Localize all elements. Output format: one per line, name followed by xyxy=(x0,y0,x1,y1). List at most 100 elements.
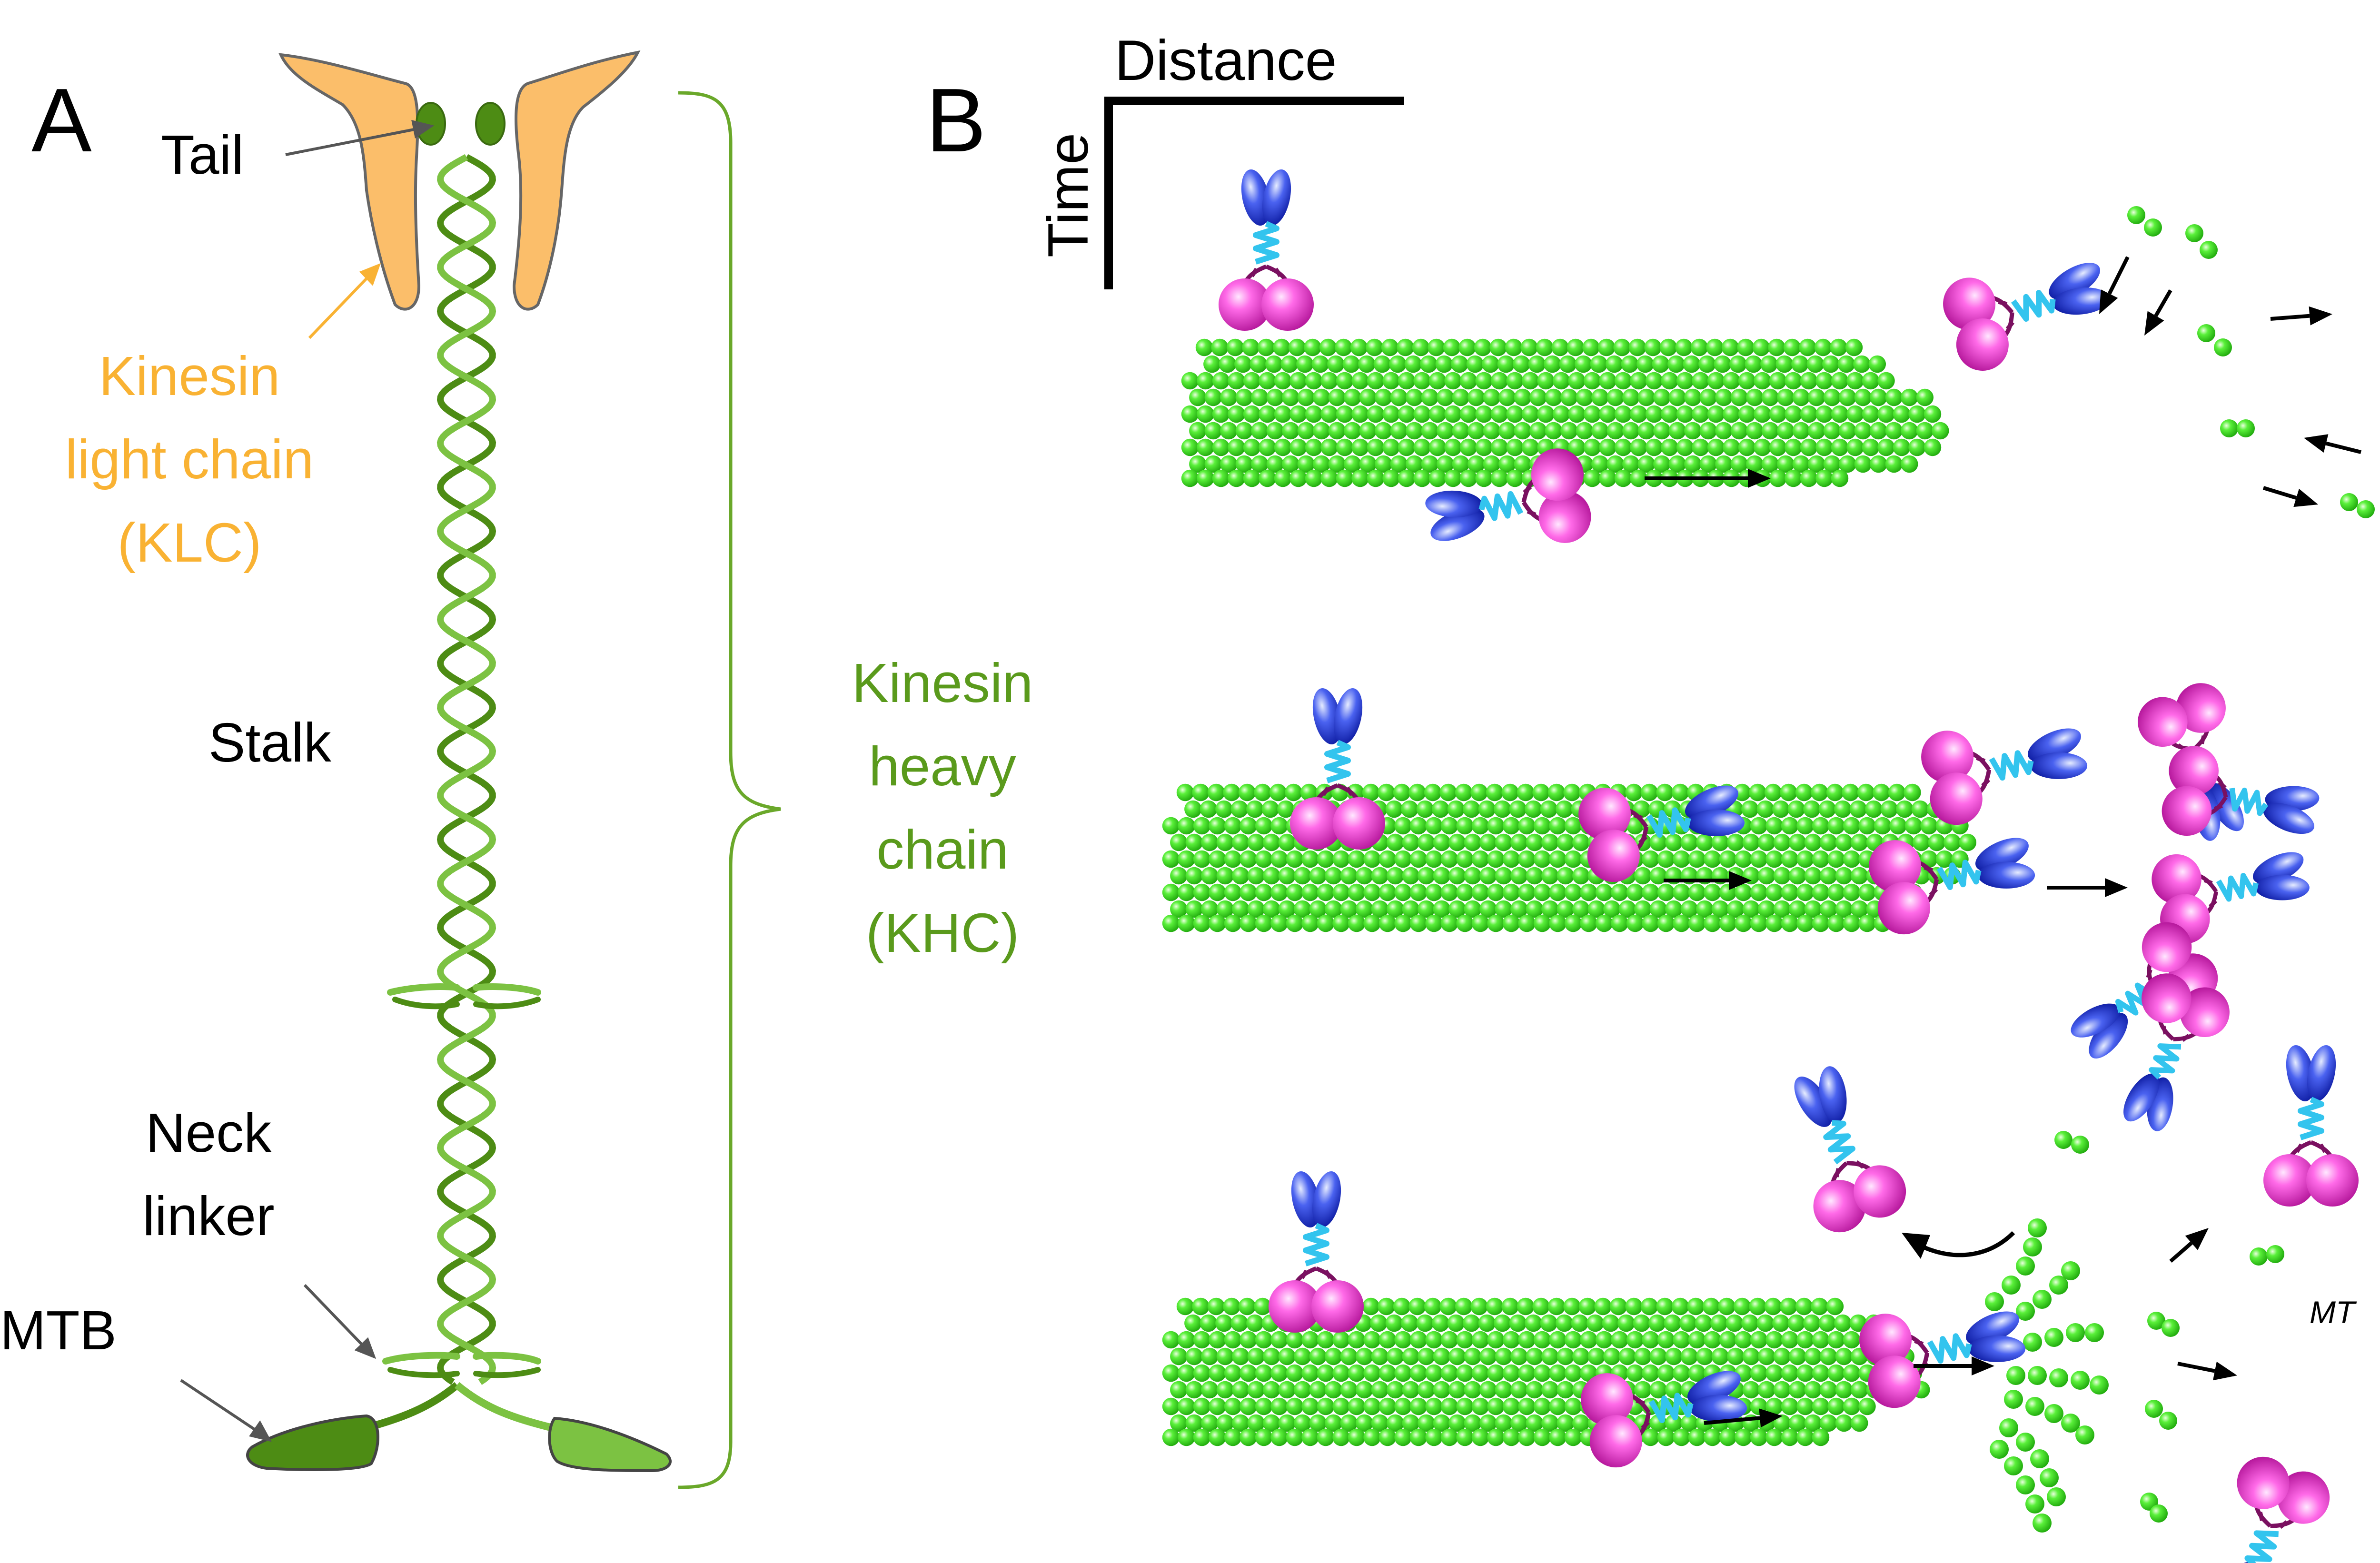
neck-linker-left xyxy=(365,1382,460,1432)
tubulin-subunit xyxy=(1189,422,1207,440)
tubulin-subunit xyxy=(1657,850,1675,868)
walking-arrow xyxy=(2047,878,2128,897)
tubulin-subunit xyxy=(1559,355,1577,373)
tubulin-subunit xyxy=(1557,1347,1574,1365)
tubulin-subunit xyxy=(1827,1397,1845,1415)
label-khc-line1: Kinesin xyxy=(852,652,1033,714)
tubulin-subunit xyxy=(1464,1414,1481,1432)
tubulin-subunit xyxy=(1358,355,1376,373)
cargo-domain-right xyxy=(1690,1395,1747,1422)
tubulin-subunit xyxy=(1749,783,1766,801)
tubulin-subunit xyxy=(1230,1314,1248,1332)
tubulin-subunit xyxy=(1459,438,1478,456)
tubulin-subunit xyxy=(1289,372,1307,390)
tubulin-subunit xyxy=(1255,1331,1273,1349)
tubulin-subunit xyxy=(1773,1414,1791,1432)
tubulin-subunit xyxy=(1440,817,1458,835)
tubulin-subunit xyxy=(1557,900,1574,918)
tubulin-subunit xyxy=(1301,1428,1319,1446)
stalk-coil xyxy=(1989,750,2034,781)
tubulin-subunit xyxy=(1597,338,1616,356)
tubulin-subunit xyxy=(1495,1414,1512,1432)
tubulin-subunit xyxy=(1626,914,1644,932)
arrow-head xyxy=(1748,469,1771,488)
tubulin-subunit xyxy=(1228,438,1245,456)
tubulin-subunit xyxy=(1521,372,1539,390)
tubulin-subunit xyxy=(1815,438,1833,456)
tubulin-subunit xyxy=(1356,1381,1373,1399)
tubulin-subunit xyxy=(1224,1428,1242,1446)
tubulin-subunit xyxy=(1727,833,1745,851)
tubulin-subunit xyxy=(1382,372,1400,390)
stalk-coil xyxy=(1303,1223,1329,1266)
tubulin-subunit xyxy=(1533,883,1551,901)
tubulin-subunit xyxy=(1456,1364,1474,1382)
tubulin-subunit xyxy=(1344,455,1361,473)
tubulin-subunit xyxy=(1475,469,1493,487)
cargo-domain-right xyxy=(2123,1073,2160,1122)
tubulin-subunit xyxy=(1286,1428,1304,1446)
tubulin-subunit xyxy=(1904,783,1921,801)
tubulin-subunit xyxy=(1325,1414,1342,1432)
tubulin-subunit xyxy=(1317,914,1335,932)
cargo-domain-left xyxy=(1975,838,2029,872)
tubulin-subunit xyxy=(1340,1347,1358,1365)
tubulin-subunit xyxy=(1348,850,1366,868)
tubulin-subunit xyxy=(1266,455,1284,473)
tubulin-subunit xyxy=(1200,800,1217,818)
motor-head-right xyxy=(1587,830,1640,882)
tubulin-subunit xyxy=(1735,1428,1752,1446)
tubulin-subunit xyxy=(1185,833,1203,851)
tubulin-subunit xyxy=(1656,783,1674,801)
free-tubulin-dimer xyxy=(2214,338,2232,356)
tubulin-subunit xyxy=(1447,1314,1465,1332)
tubulin-subunit xyxy=(1437,422,1454,440)
arrow-shaft xyxy=(2177,1362,2215,1373)
tubulin-subunit xyxy=(1404,355,1422,373)
tubulin-subunit xyxy=(1549,1397,1567,1415)
tubulin-subunit xyxy=(1232,900,1250,918)
tubulin-subunit xyxy=(1804,1347,1822,1365)
tubulin-subunit xyxy=(1394,914,1412,932)
tubulin-subunit xyxy=(1704,850,1721,868)
tubulin-subunit xyxy=(1228,405,1245,423)
tubulin-subunit xyxy=(1789,900,1806,918)
tubulin-subunit xyxy=(1192,783,1210,801)
motor-head-right xyxy=(1868,1355,1921,1408)
tubulin-subunit xyxy=(1843,817,1861,835)
tubulin-subunit xyxy=(1904,817,1923,835)
neck-linker xyxy=(1910,858,1939,909)
tubulin-subunit xyxy=(1692,438,1709,456)
tubulin-subunit xyxy=(1317,1428,1335,1446)
tubulin-subunit xyxy=(1356,1347,1373,1365)
tubulin-subunit xyxy=(1433,900,1450,918)
neck-linker xyxy=(1521,473,1549,524)
tubulin-subunit xyxy=(1440,1364,1458,1382)
tubulin-subunit xyxy=(1176,783,1194,801)
frayed-protofilament-bead xyxy=(1999,1418,2018,1437)
tubulin-subunit xyxy=(1483,455,1500,473)
motor-head-left xyxy=(1859,1314,1912,1366)
tubulin-subunit xyxy=(1317,850,1335,868)
tubulin-subunit xyxy=(1394,817,1412,835)
tubulin-subunit xyxy=(1209,914,1226,932)
tubulin-subunit xyxy=(1313,388,1330,406)
tubulin-subunit xyxy=(1486,1297,1504,1316)
kinesin-motor-layer xyxy=(1219,169,2359,1563)
tubulin-subunit xyxy=(1696,833,1714,851)
tubulin-subunit xyxy=(1305,469,1323,487)
tubulin-subunit xyxy=(1594,1297,1612,1316)
tubulin-subunit xyxy=(1750,850,1768,868)
tubulin-subunit xyxy=(1185,900,1203,918)
tubulin-subunit xyxy=(1362,783,1380,801)
walking-arrow xyxy=(1704,1408,1783,1428)
tubulin-subunit xyxy=(1514,388,1531,406)
frayed-protofilament-bead xyxy=(2085,1323,2104,1342)
tubulin-subunit xyxy=(1808,455,1825,473)
tubulin-subunit xyxy=(1811,1297,1828,1316)
tubulin-subunit xyxy=(1544,355,1561,373)
tubulin-subunit xyxy=(1193,883,1211,901)
tubulin-subunit xyxy=(1506,438,1524,456)
helix-strand xyxy=(436,154,496,1385)
tubulin-subunit xyxy=(1224,1397,1242,1415)
